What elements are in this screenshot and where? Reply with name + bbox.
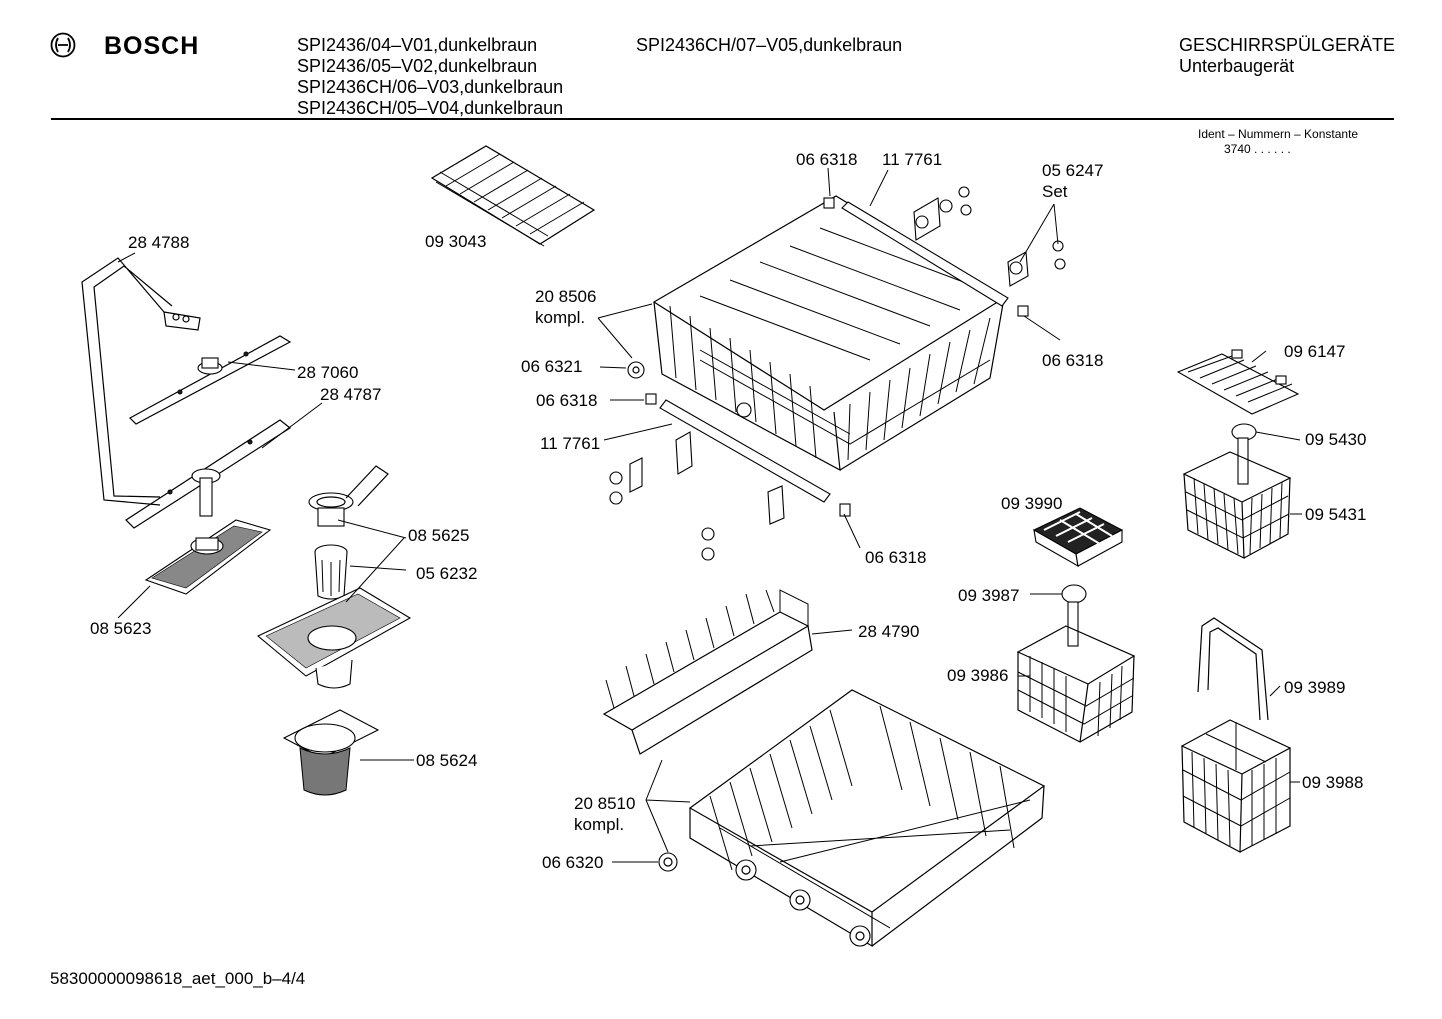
part-number-label: Set <box>1042 182 1068 201</box>
leader-lines <box>117 167 1302 863</box>
cutlery-basket-insert-grid <box>1032 507 1124 568</box>
model-line: SPI2436/04–V01,dunkelbraun <box>297 35 538 55</box>
upper-spray-arm <box>129 335 292 425</box>
bosch-armature-icon <box>50 32 76 58</box>
part-number-label: 08 5623 <box>90 619 152 638</box>
model-line: SPI2436CH/05–V04,dunkelbraun <box>297 98 564 118</box>
part-number-label: 09 3986 <box>947 666 1009 685</box>
part-number-label: 28 7060 <box>297 363 359 382</box>
small-clips <box>645 197 1029 517</box>
part-number-label: 28 4790 <box>858 622 920 641</box>
part-number-label: 20 8510 <box>574 794 636 813</box>
model-list-primary: SPI2436/04–V01,dunkelbraun SPI2436/05–V0… <box>297 35 563 119</box>
cup-shelf-rack <box>430 145 596 247</box>
part-number-label: 09 5431 <box>1305 505 1367 524</box>
ident-label: Ident – Nummern – Konstante <box>1198 127 1359 141</box>
part-number-label: 06 6318 <box>1042 351 1104 370</box>
ident-value: 3740 . . . . . . <box>1224 142 1291 156</box>
part-number-label: 06 6318 <box>536 391 598 410</box>
basket-lid-grid <box>1176 349 1300 415</box>
part-number-label: 06 6318 <box>865 548 927 567</box>
part-number-label: 09 5430 <box>1305 430 1367 449</box>
cutlery-basket-small <box>1180 719 1292 853</box>
basket-wheels <box>658 852 871 947</box>
category-subtitle: Unterbaugerät <box>1179 56 1295 76</box>
micro-filter-plate <box>144 519 272 595</box>
appliance-category: GESCHIRRSPÜLGERÄTE Unterbaugerät <box>1179 35 1395 77</box>
cutlery-basket-medium <box>1016 584 1136 743</box>
part-number-label: 05 6232 <box>416 564 478 583</box>
part-number-label: 20 8506 <box>535 287 597 306</box>
part-number-label: 06 6320 <box>542 853 604 872</box>
model-line: SPI2436CH/06–V03,dunkelbraun <box>297 77 564 97</box>
part-number-label: 28 4788 <box>128 233 190 252</box>
coarse-filter-insert <box>308 465 389 527</box>
basket-handle <box>1197 617 1269 721</box>
rail-upper <box>841 201 1009 307</box>
model-line: SPI2436CH/07–V05,dunkelbraun <box>636 35 903 55</box>
lower-roller-parts <box>609 361 785 561</box>
spray-arm-supply-pipe <box>81 257 201 506</box>
cylinder-filter <box>282 709 380 796</box>
part-number-label: 09 3988 <box>1302 773 1364 792</box>
part-number-label: 08 5624 <box>416 751 478 770</box>
part-number-label: 09 3989 <box>1284 678 1346 697</box>
part-number-label: 09 3043 <box>425 232 487 251</box>
part-number-label: 08 5625 <box>408 526 470 545</box>
part-number-label: 06 6321 <box>521 357 583 376</box>
part-number-label: 09 3990 <box>1001 494 1063 513</box>
rail-lower <box>659 399 831 503</box>
lower-basket <box>688 689 1046 948</box>
part-number-label: 09 6147 <box>1284 342 1346 361</box>
plate-rack-insert <box>602 589 813 755</box>
fine-filter-cylinder <box>314 544 348 600</box>
category-title: GESCHIRRSPÜLGERÄTE <box>1179 35 1396 55</box>
lower-spray-arm <box>125 419 292 529</box>
part-number-label: 05 6247 <box>1042 161 1104 180</box>
part-number-label: 11 7761 <box>540 434 601 453</box>
model-list-secondary: SPI2436CH/07–V05,dunkelbraun <box>636 35 902 56</box>
part-number-label: kompl. <box>535 308 586 327</box>
bosch-logo <box>50 32 76 63</box>
part-number-label: 09 3987 <box>958 586 1020 605</box>
part-number-label: kompl. <box>574 815 625 834</box>
model-line: SPI2436/05–V02,dunkelbraun <box>297 56 538 76</box>
cutlery-basket-large <box>1182 423 1292 559</box>
part-number-label: 06 6318 <box>796 150 858 169</box>
document-id: 58300000098618_aet_000_b–4/4 <box>50 969 306 988</box>
header-divider <box>51 118 1394 120</box>
roller-bracket-set <box>913 186 1066 287</box>
filter-screen-plate <box>256 587 412 689</box>
part-number-label: 28 4787 <box>320 385 382 404</box>
part-number-label: 11 7761 <box>882 150 943 169</box>
brand-name: BOSCH <box>104 32 200 60</box>
